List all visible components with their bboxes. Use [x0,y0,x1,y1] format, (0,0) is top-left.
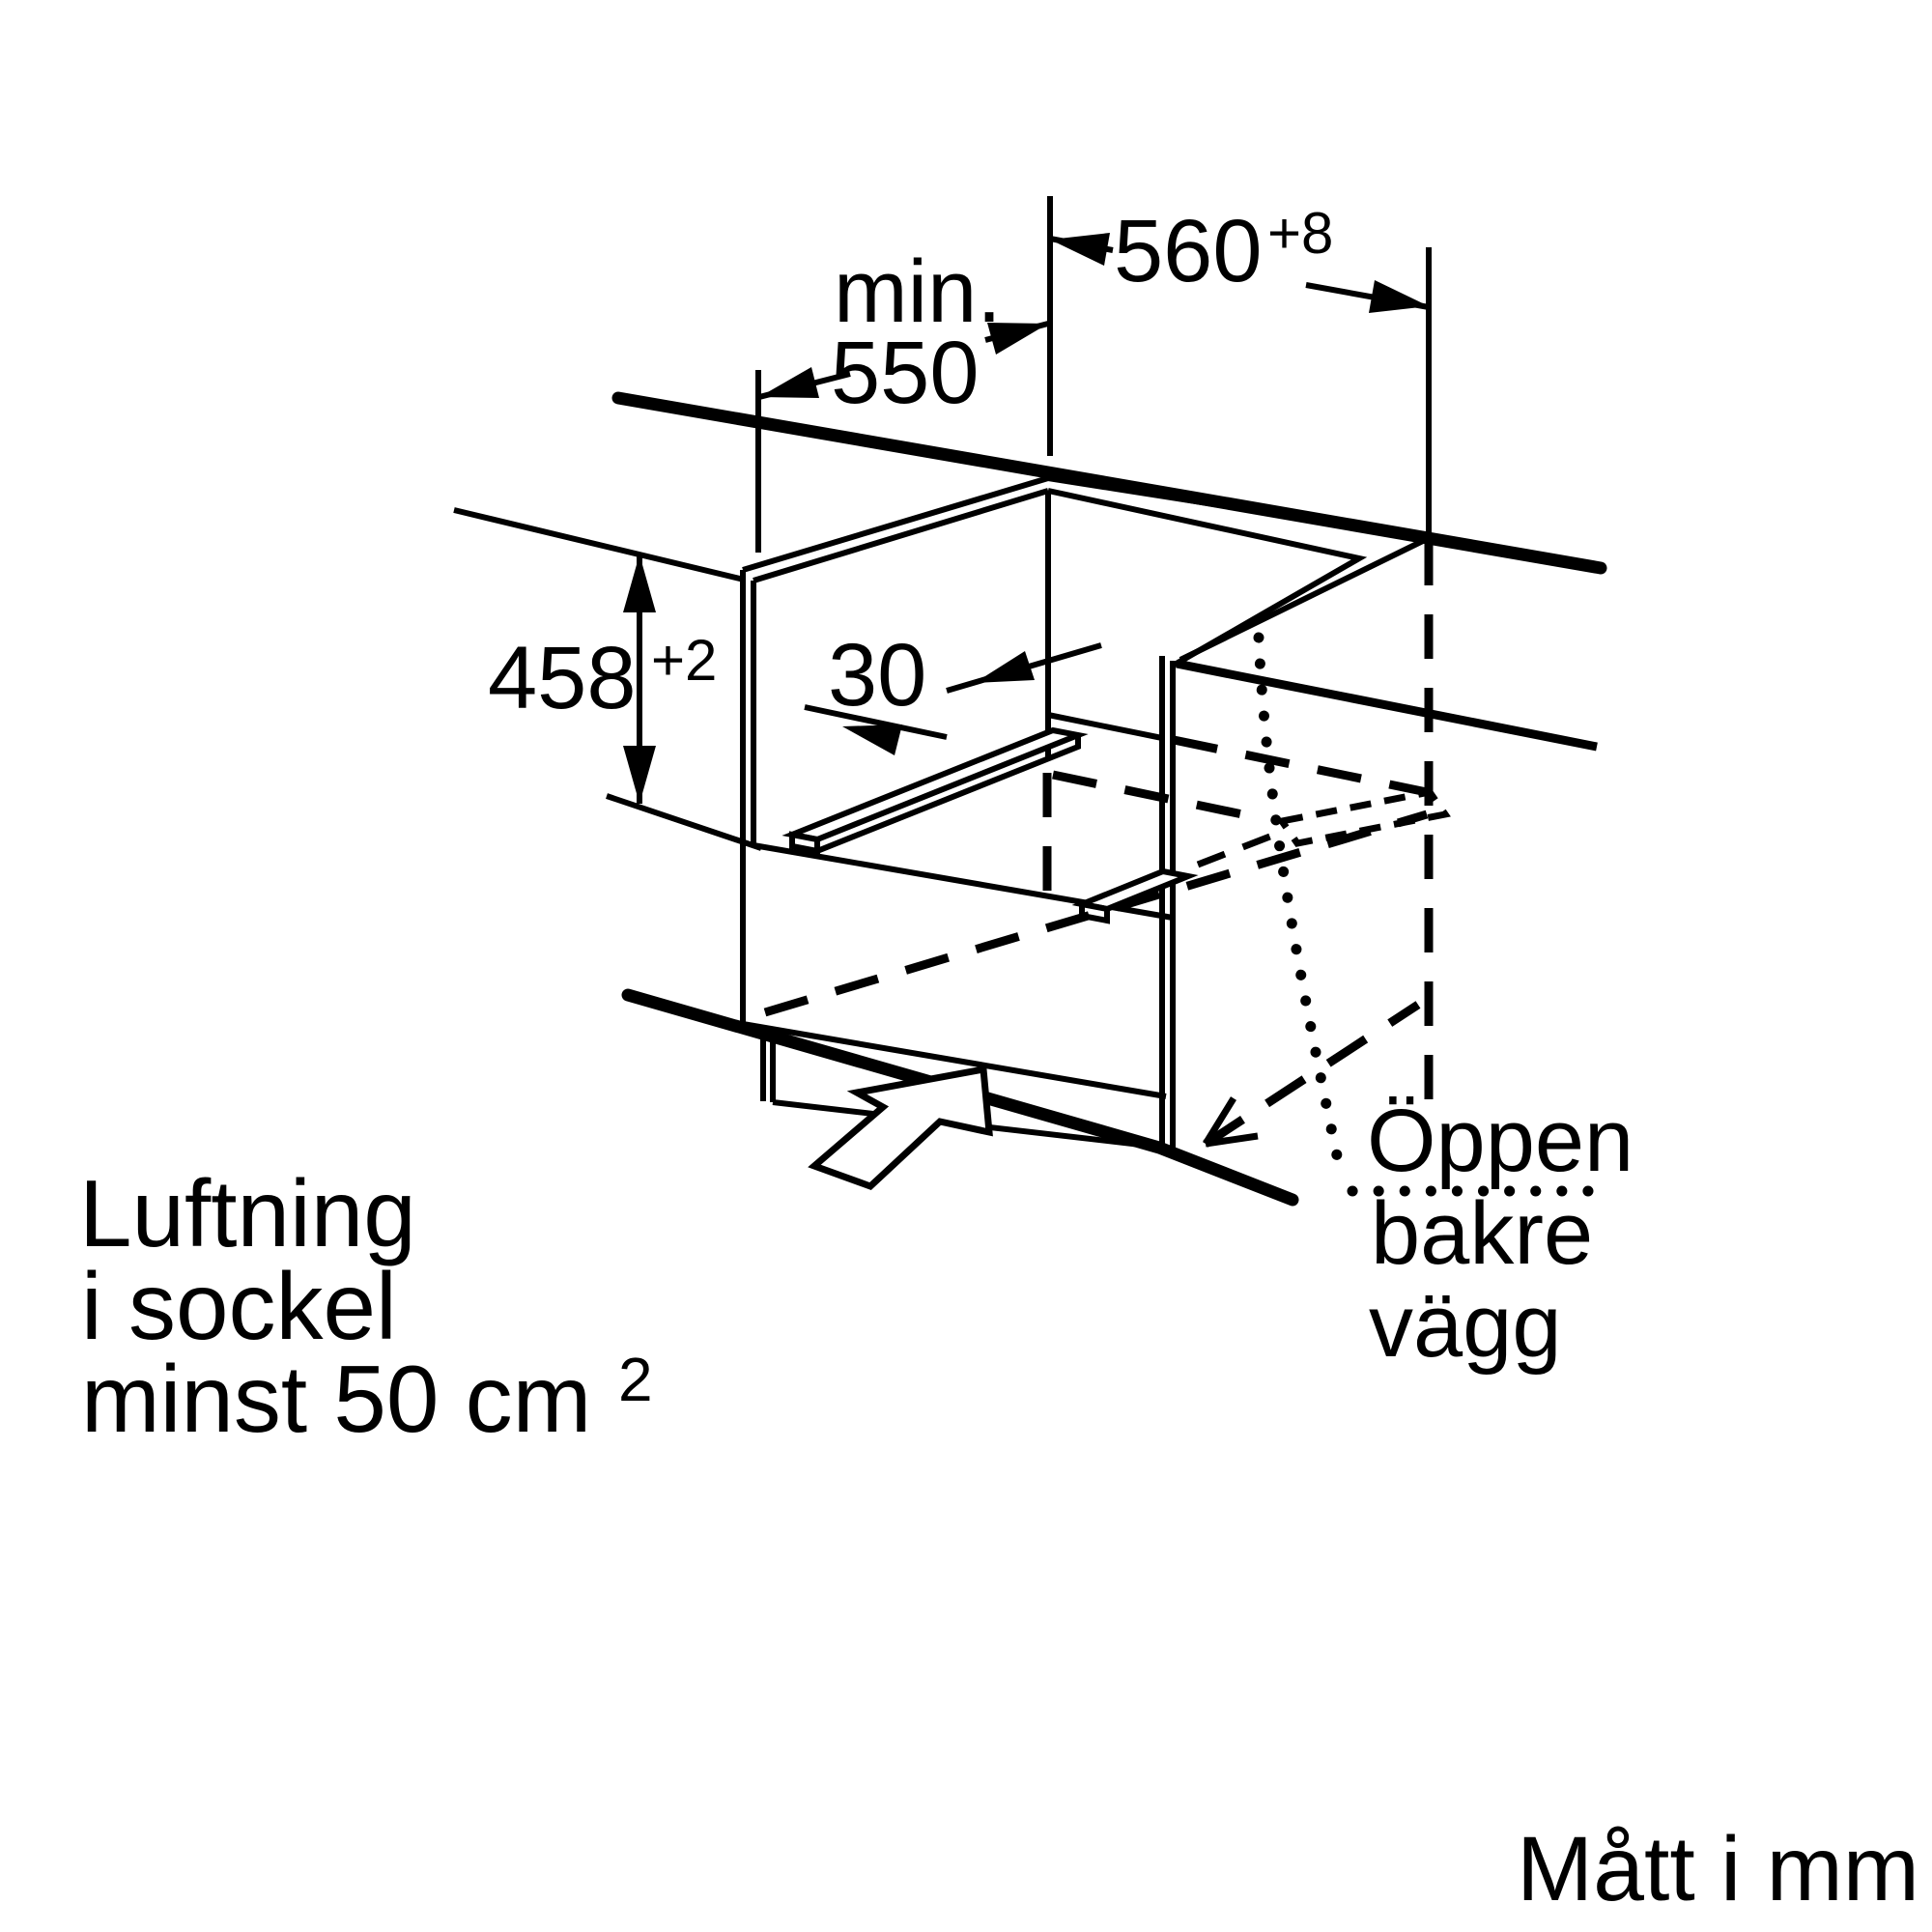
leader-line-lower [804,704,948,740]
dimension-niche-depth: min. 550 [755,242,1049,553]
arrowhead-back [987,323,1048,355]
venting-note-line2: i sockel [81,1253,397,1359]
bottom-depth-hidden-line [763,810,1429,1017]
venting-note-superscript: 2 [618,1345,653,1414]
base-right-inner-edge [1171,1150,1285,1198]
niche-width-value: 560 [1114,202,1263,300]
rear-opening-hidden-lines [763,541,1451,1148]
floor-back-edge-hidden [1173,735,1428,797]
rear-wall-note-line1: Öppen [1367,1092,1634,1190]
arrowhead-left [1050,233,1110,266]
rear-rail-hidden-box [1276,788,1451,847]
dimension-niche-height: 458 +2 [488,554,762,851]
drawer-bottom-edge [742,1021,1167,1099]
arrowhead-down [623,746,656,804]
rail-setback-value: 30 [828,626,926,724]
dimension-rail-setback: 30 [804,626,1102,755]
niche-depth-prefix: min. [834,242,1002,341]
insertion-arrow [808,1065,993,1191]
niche-width-tolerance: +8 [1267,201,1333,266]
niche-top-left-depth-edge-outer [742,475,1049,573]
niche-depth-value: 550 [831,324,980,422]
arrowhead-right [1369,280,1429,313]
venting-note-line1: Luftning [79,1160,416,1266]
worktop-front-edge-right [1176,659,1598,752]
leader-arrowhead-upper [975,651,1035,683]
leader-arrowhead-lower [842,724,902,755]
rear-rail-hidden-connector [1196,829,1282,868]
worktop-front-edge-left [453,507,745,582]
rear-frame-hidden-edge [1052,770,1266,824]
support-rails [781,726,1199,924]
venting-note-line3: minst 50 cm [81,1346,591,1452]
rear-wall-note-line3: vägg [1369,1277,1562,1376]
extension-line-bottom [606,793,762,851]
niche-top-left-depth-edge-inner [753,488,1049,583]
cabinet-structure [453,391,1607,1207]
rear-wall-note: Öppen bakre vägg [1367,1092,1634,1376]
niche-back-top-edge [1047,475,1430,541]
venting-note: Luftning i sockel minst 50 cm 2 [79,1160,653,1452]
niche-top-right-depth-edge [1179,535,1431,663]
niche-height-tolerance: +2 [651,628,717,693]
niche-height-value: 458 [488,629,637,727]
worktop-back-line [611,391,1607,575]
units-note: Mått i mm [1517,1818,1919,1920]
rear-lower-depth-hidden-line [1203,1001,1421,1148]
rear-wall-note-line2: bakre [1371,1184,1593,1283]
arrowhead-front [759,367,819,398]
rail-left [781,726,1089,855]
arrowhead-up [623,554,656,612]
dimension-niche-width: 560 +8 [1047,196,1432,537]
niche-floor-back-edge [1047,712,1163,741]
niche-top-inner-edge [1047,488,1368,668]
hidden-line-open-arrowhead [1203,1096,1259,1148]
